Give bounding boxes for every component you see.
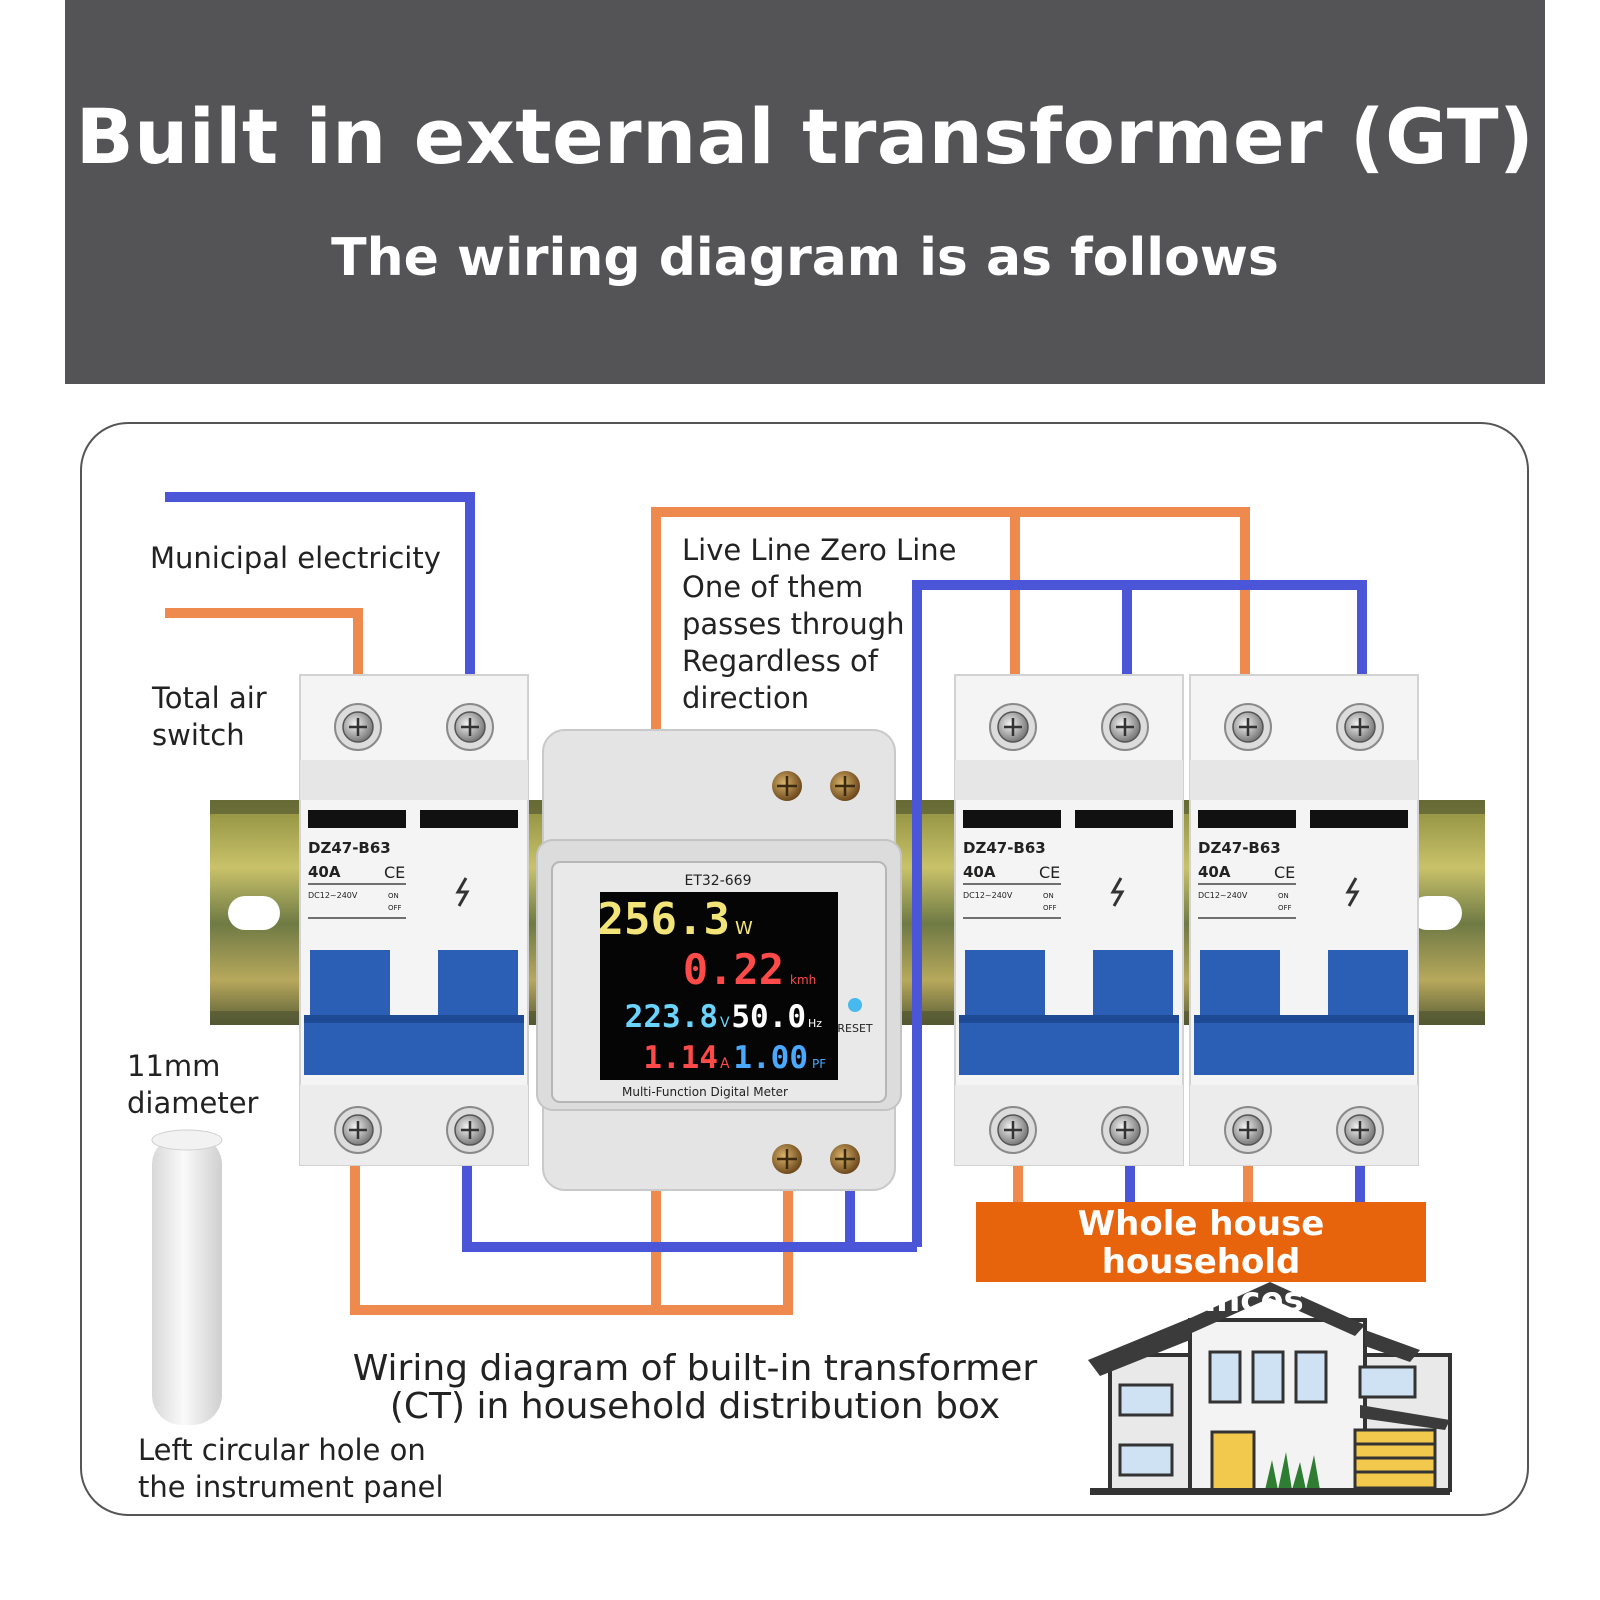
appliances-badge: Whole house household appliances (976, 1202, 1426, 1319)
terminal-screw-icon (446, 703, 494, 751)
lightning-icon (1345, 877, 1360, 907)
current-unit: A (720, 1056, 730, 1072)
terminal-screw-icon (334, 703, 382, 751)
terminal-screw-icon (1336, 703, 1384, 751)
energy-reading: 0.22 (683, 945, 784, 994)
terminal-screw-icon (989, 703, 1037, 751)
municipal-live-wire (165, 608, 363, 675)
municipal-neutral-wire (165, 492, 475, 675)
energy-meter: ET32-669 256.3 W 0.22 kmh 223.8 V 50.0 H… (536, 729, 902, 1191)
breaker-spec-label: DC12~240V (308, 891, 358, 900)
diagram-caption: Wiring diagram of built-in transformer (… (352, 1348, 1038, 1427)
diameter-label: 11mm diameter (127, 1049, 259, 1120)
meter-screw-icon (772, 771, 860, 1174)
breaker-model-label: DZ47-B63 (963, 839, 1046, 857)
breaker-spec-label: DC12~240V (963, 891, 1013, 900)
breaker-toggle-handle[interactable] (959, 950, 1179, 1075)
live-bus-wire (651, 507, 1250, 760)
live-zero-line-label: Live Line Zero Line One of them passes t… (682, 533, 957, 715)
ce-mark-label: CE (1039, 863, 1060, 882)
breaker-rating-label: 40A (963, 863, 996, 881)
breaker-rating-label: 40A (1198, 863, 1231, 881)
breaker-on-label: ON (1043, 892, 1054, 900)
terminal-screw-icon (1101, 1106, 1149, 1154)
ce-mark-label: CE (384, 863, 405, 882)
branch-breaker-2: DZ47-B63 40A CE DC12~240V ON OFF (1189, 674, 1419, 1166)
breaker-off-label: OFF (388, 904, 402, 912)
breaker-toggle-handle[interactable] (304, 950, 524, 1075)
page-subtitle: The wiring diagram is as follows (331, 228, 1279, 288)
transformer-tube-icon (151, 1129, 223, 1425)
ce-mark-label: CE (1274, 863, 1295, 882)
total-air-switch-label: Total air switch (152, 681, 267, 752)
reset-button[interactable] (848, 998, 862, 1012)
breaker-off-label: OFF (1043, 904, 1057, 912)
terminal-screw-icon (1336, 1106, 1384, 1154)
terminal-screw-icon (334, 1106, 382, 1154)
wires (165, 492, 1367, 1315)
page-title: Built in external transformer (GT) (75, 92, 1535, 181)
breaker-model-label: DZ47-B63 (308, 839, 391, 857)
breaker-rating-label: 40A (308, 863, 341, 881)
appliances-label: Whole house household appliances (1077, 1204, 1325, 1320)
circular-hole-label: Left circular hole on the instrument pan… (138, 1433, 444, 1504)
meter-display (600, 892, 838, 1080)
voltage-reading: 223.8 (625, 999, 718, 1035)
neutral-bus-wire (912, 580, 1367, 1247)
breaker-spec-label: DC12~240V (1198, 891, 1248, 900)
frequency-reading: 50.0 (731, 999, 806, 1035)
switch-neutral-out-wire (462, 1165, 917, 1252)
terminal-screw-icon (446, 1106, 494, 1154)
voltage-unit: V (720, 1015, 730, 1031)
terminal-screw-icon (1224, 1106, 1272, 1154)
power-unit: W (735, 918, 753, 939)
header-banner: Built in external transformer (GT) The w… (65, 0, 1545, 384)
pf-reading: 1.00 (733, 1040, 808, 1076)
lightning-icon (455, 877, 470, 907)
branch-breaker-1: DZ47-B63 40A CE DC12~240V ON OFF (954, 674, 1184, 1166)
breaker-on-label: ON (1278, 892, 1289, 900)
breaker-model-label: DZ47-B63 (1198, 839, 1281, 857)
total-air-switch: DZ47-B63 40A CE DC12~240V ON OFF (299, 674, 529, 1166)
house-icon (1088, 1282, 1452, 1495)
lightning-icon (1110, 877, 1125, 907)
pf-unit: PF (812, 1057, 826, 1071)
reset-label: RESET (837, 1022, 873, 1035)
breaker-off-label: OFF (1278, 904, 1292, 912)
breaker-on-label: ON (388, 892, 399, 900)
frequency-unit: Hz (808, 1017, 822, 1030)
current-reading: 1.14 (643, 1040, 718, 1076)
breaker-toggle-handle[interactable] (1194, 950, 1414, 1075)
terminal-screw-icon (1101, 703, 1149, 751)
terminal-screw-icon (1224, 703, 1272, 751)
municipal-electricity-label: Municipal electricity (150, 541, 441, 575)
energy-unit: kmh (790, 973, 816, 987)
meter-model-label: ET32-669 (685, 873, 752, 889)
meter-name-label: Multi-Function Digital Meter (622, 1085, 788, 1099)
terminal-screw-icon (989, 1106, 1037, 1154)
power-reading: 256.3 (598, 894, 730, 945)
